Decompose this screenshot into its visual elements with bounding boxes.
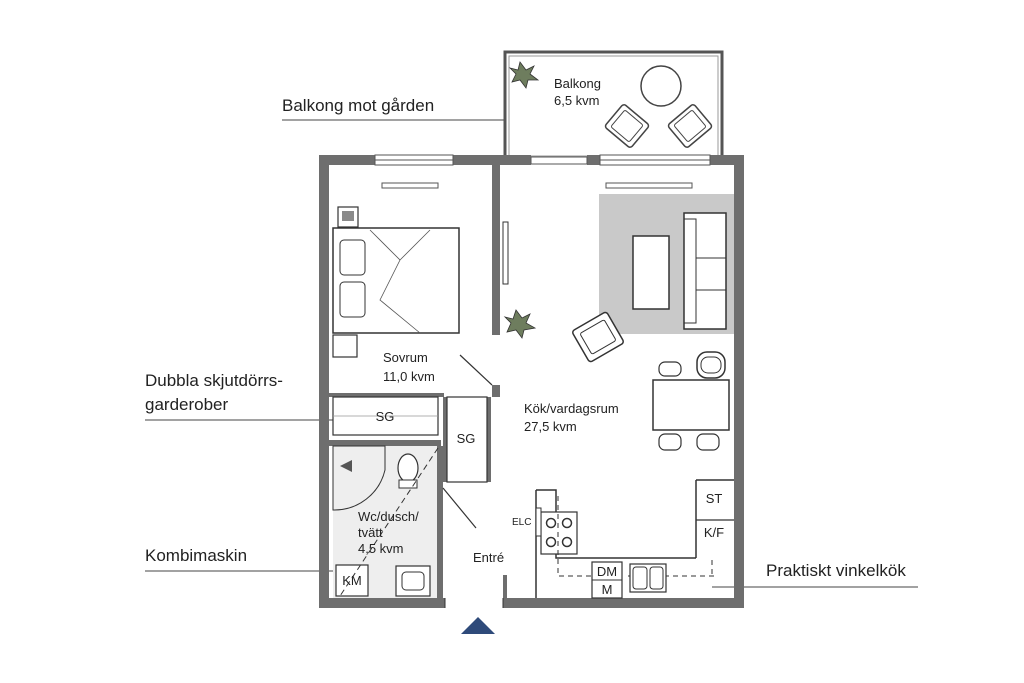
- storage-label: ST: [706, 491, 723, 506]
- stove-icon: [540, 511, 578, 555]
- wardrobe-sg2: SG: [446, 396, 488, 483]
- toilet-icon: [397, 453, 419, 483]
- balcony-area: 6,5 kvm: [554, 93, 600, 108]
- kitchen: DM M ST K/F ELC: [512, 479, 734, 599]
- callout-lines: [145, 119, 918, 588]
- wardrobe-label: SG: [376, 409, 395, 424]
- round-table-icon: [640, 65, 682, 107]
- callout-kitchen: Praktiskt vinkelkök: [766, 561, 906, 580]
- bedroom-furniture: [332, 206, 493, 386]
- entry-door: [444, 598, 504, 608]
- armchair-icon: [604, 104, 650, 148]
- balcony-name: Balkong: [554, 76, 601, 91]
- electric-cabinet-label: ELC: [512, 517, 531, 528]
- bathroom-name-line2: tvätt: [358, 525, 383, 540]
- bedroom-area: 11,0 kvm: [383, 369, 435, 384]
- fridge-freezer-label: K/F: [704, 525, 724, 540]
- combi-machine-label: KM: [342, 573, 362, 588]
- dining-table-icon: [652, 379, 730, 431]
- microwave-label: M: [602, 582, 613, 597]
- wardrobe-sg1: SG: [332, 396, 439, 436]
- plant-icon: [503, 309, 537, 339]
- plant-icon: [508, 61, 540, 89]
- entry-name: Entré: [473, 550, 504, 565]
- dishwasher-label: DM: [597, 564, 617, 579]
- entrance-arrow-icon: [461, 617, 495, 634]
- callout-washer: Kombimaskin: [145, 546, 247, 565]
- wardrobe-label: SG: [457, 431, 476, 446]
- interior-walls: [329, 165, 507, 598]
- sink-icon: [629, 563, 667, 593]
- bathroom-area: 4,5 kvm: [358, 541, 404, 556]
- coffee-table-icon: [632, 235, 670, 310]
- living-area: 27,5 kvm: [524, 419, 577, 434]
- bedroom-name: Sovrum: [383, 350, 428, 365]
- living-furniture: [502, 194, 734, 451]
- balcony: [503, 50, 724, 162]
- sofa-icon: [683, 212, 727, 330]
- armchair-icon: [572, 311, 624, 363]
- callout-wardrobes-line1: Dubbla skjutdörrs-: [145, 371, 283, 390]
- callout-wardrobes-line2: garderober: [145, 395, 229, 414]
- armchair-icon: [667, 104, 713, 148]
- callout-balcony: Balkong mot gården: [282, 96, 434, 115]
- bathroom-name-line1: Wc/dusch/: [358, 509, 419, 524]
- bathroom: KM: [332, 445, 477, 598]
- windows: [374, 154, 711, 189]
- living-name: Kök/vardagsrum: [524, 401, 619, 416]
- washbasin-icon: [395, 565, 431, 597]
